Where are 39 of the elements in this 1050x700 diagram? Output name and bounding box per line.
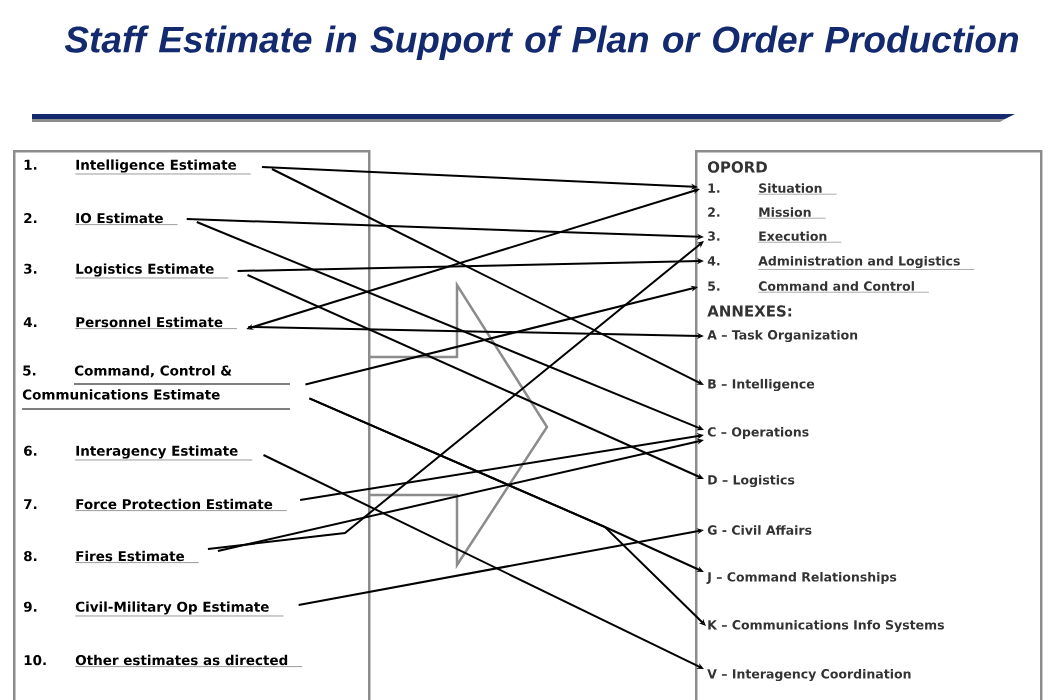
list-item: J – Command Relationships (706, 571, 897, 585)
list-item: B – Intelligence (708, 378, 815, 392)
list-item: 2. Mission (708, 207, 826, 219)
heading: ANNEXES: (707, 305, 792, 317)
arrow (297, 528, 704, 606)
list-item: 5. Command and Control (708, 281, 930, 293)
arrow (236, 258, 704, 272)
list-item: D – Logistics (708, 474, 795, 488)
arrow (262, 454, 704, 669)
list-item: G - Civil Affairs (707, 525, 812, 535)
list-item: 3. Execution (708, 231, 842, 243)
list-item: 1. Intelligence Estimate (24, 159, 251, 175)
list-item: 1. Situation (708, 183, 837, 195)
title: Staff Estimate in Support of Plan or Order Production (64, 25, 1019, 60)
list-item: K – Communications Info Systems (708, 619, 944, 633)
list-item: 3. Logistics Estimate (24, 263, 229, 279)
arrow (247, 326, 704, 339)
arrow (308, 397, 706, 626)
list-item: 4. Personnel Estimate (23, 316, 238, 329)
arrow (246, 274, 704, 479)
list-item: 5. Command, Control & Communications Estimate (21, 365, 291, 410)
list-item: 6. Interagency Estimate (24, 445, 253, 461)
heading: OPORD (707, 161, 767, 173)
panel (13, 150, 371, 700)
list-item: 4. Administration and Logistics (707, 255, 975, 270)
list-item: 2. IO Estimate (24, 212, 178, 225)
list-item: 9. Civil-Military Op Estimate (23, 601, 284, 617)
arrow (216, 438, 704, 552)
list-item: 10. Other estimates as directed (24, 654, 303, 667)
list-item: V – Interagency Coordination (707, 668, 911, 682)
list-item: 8. Fires Estimate (24, 550, 199, 563)
arrow (195, 221, 704, 431)
arrow (206, 241, 704, 550)
arrow (304, 285, 698, 386)
list-item: C – Operations (707, 426, 809, 440)
list-item: 7. Force Protection Estimate (24, 498, 288, 511)
arrow (270, 168, 704, 385)
list-item: A – Task Organization (707, 329, 858, 343)
arrow (299, 433, 704, 501)
